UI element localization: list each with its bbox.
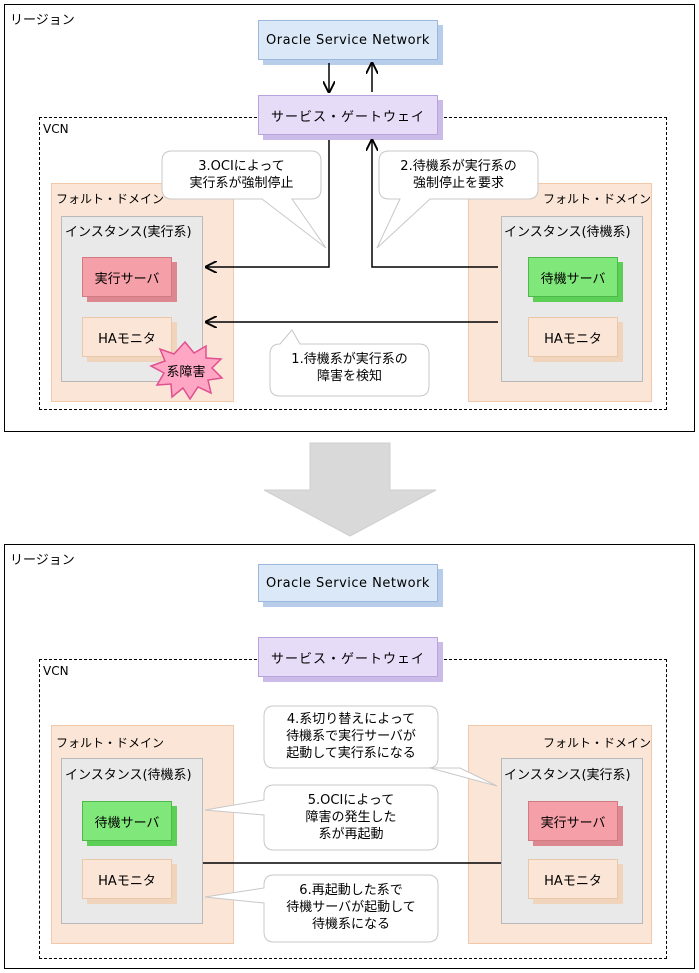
callout-3-text: 3.OCIによって 実行系が強制停止 (189, 159, 294, 191)
ha-monitor-top-left: HAモニタ (82, 317, 172, 357)
failure-label: 系障害 (166, 365, 206, 380)
failure-burst-icon (149, 340, 224, 401)
callout-6-bubble (204, 874, 439, 943)
region-bottom-label: リージョン (10, 553, 75, 568)
standby-server-bottom: 待機サーバ (82, 801, 172, 841)
instance-bottom-left-label: インスタンス(待機系) (65, 768, 192, 783)
callout-6-text: 6.再起動した系で 待機サーバが起動して 待機系になる (286, 883, 416, 932)
instance-bottom-right-label: インスタンス(実行系) (504, 768, 631, 783)
callout-1-text: 1.待機系が実行系の 障害を検知 (291, 352, 408, 384)
arrow-standby-to-gateway (372, 140, 498, 268)
callout-1-bubble (269, 329, 430, 397)
callout-5-bubble (204, 784, 439, 851)
callout-4-bubble (263, 705, 498, 787)
vcn-bottom-label: VCN (43, 664, 69, 678)
callout-2-bubble (376, 150, 539, 249)
fault-domain-top-left-label: フォルト・ドメイン (56, 192, 165, 206)
active-server-bottom: 実行サーバ (528, 801, 618, 841)
service-gateway-top: サービス・ゲートウェイ (258, 95, 438, 135)
instance-top-right-label: インスタンス(待機系) (504, 225, 631, 240)
region-top-label: リージョン (10, 13, 75, 28)
ha-monitor-top-right: HAモニタ (528, 317, 618, 357)
oracle-service-network-bottom: Oracle Service Network (258, 564, 438, 602)
fault-domain-top-right-label: フォルト・ドメイン (543, 192, 652, 206)
fault-domain-bottom-left-label: フォルト・ドメイン (56, 736, 165, 750)
ha-monitor-bottom-right: HAモニタ (528, 859, 618, 899)
ha-monitor-bottom-left: HAモニタ (82, 859, 172, 899)
vcn-top-label: VCN (43, 122, 69, 136)
callout-3-bubble (161, 150, 327, 249)
instance-top-left-label: インスタンス(実行系) (65, 225, 192, 240)
callout-2-text: 2.待機系が実行系の 強制停止を要求 (400, 159, 517, 191)
callout-5-text: 5.OCIによって 障害の発生した 系が再起動 (305, 793, 397, 842)
standby-server-top: 待機サーバ (528, 257, 618, 297)
fault-domain-bottom-right-label: フォルト・ドメイン (543, 736, 652, 750)
callout-4-text: 4.系切り替えによって 待機系で実行サーバが 起動して実行系になる (286, 712, 416, 761)
active-server-top: 実行サーバ (82, 257, 172, 297)
service-gateway-bottom: サービス・ゲートウェイ (258, 637, 438, 677)
oracle-service-network-top: Oracle Service Network (258, 20, 438, 60)
arrow-gateway-to-active-server (206, 140, 330, 267)
